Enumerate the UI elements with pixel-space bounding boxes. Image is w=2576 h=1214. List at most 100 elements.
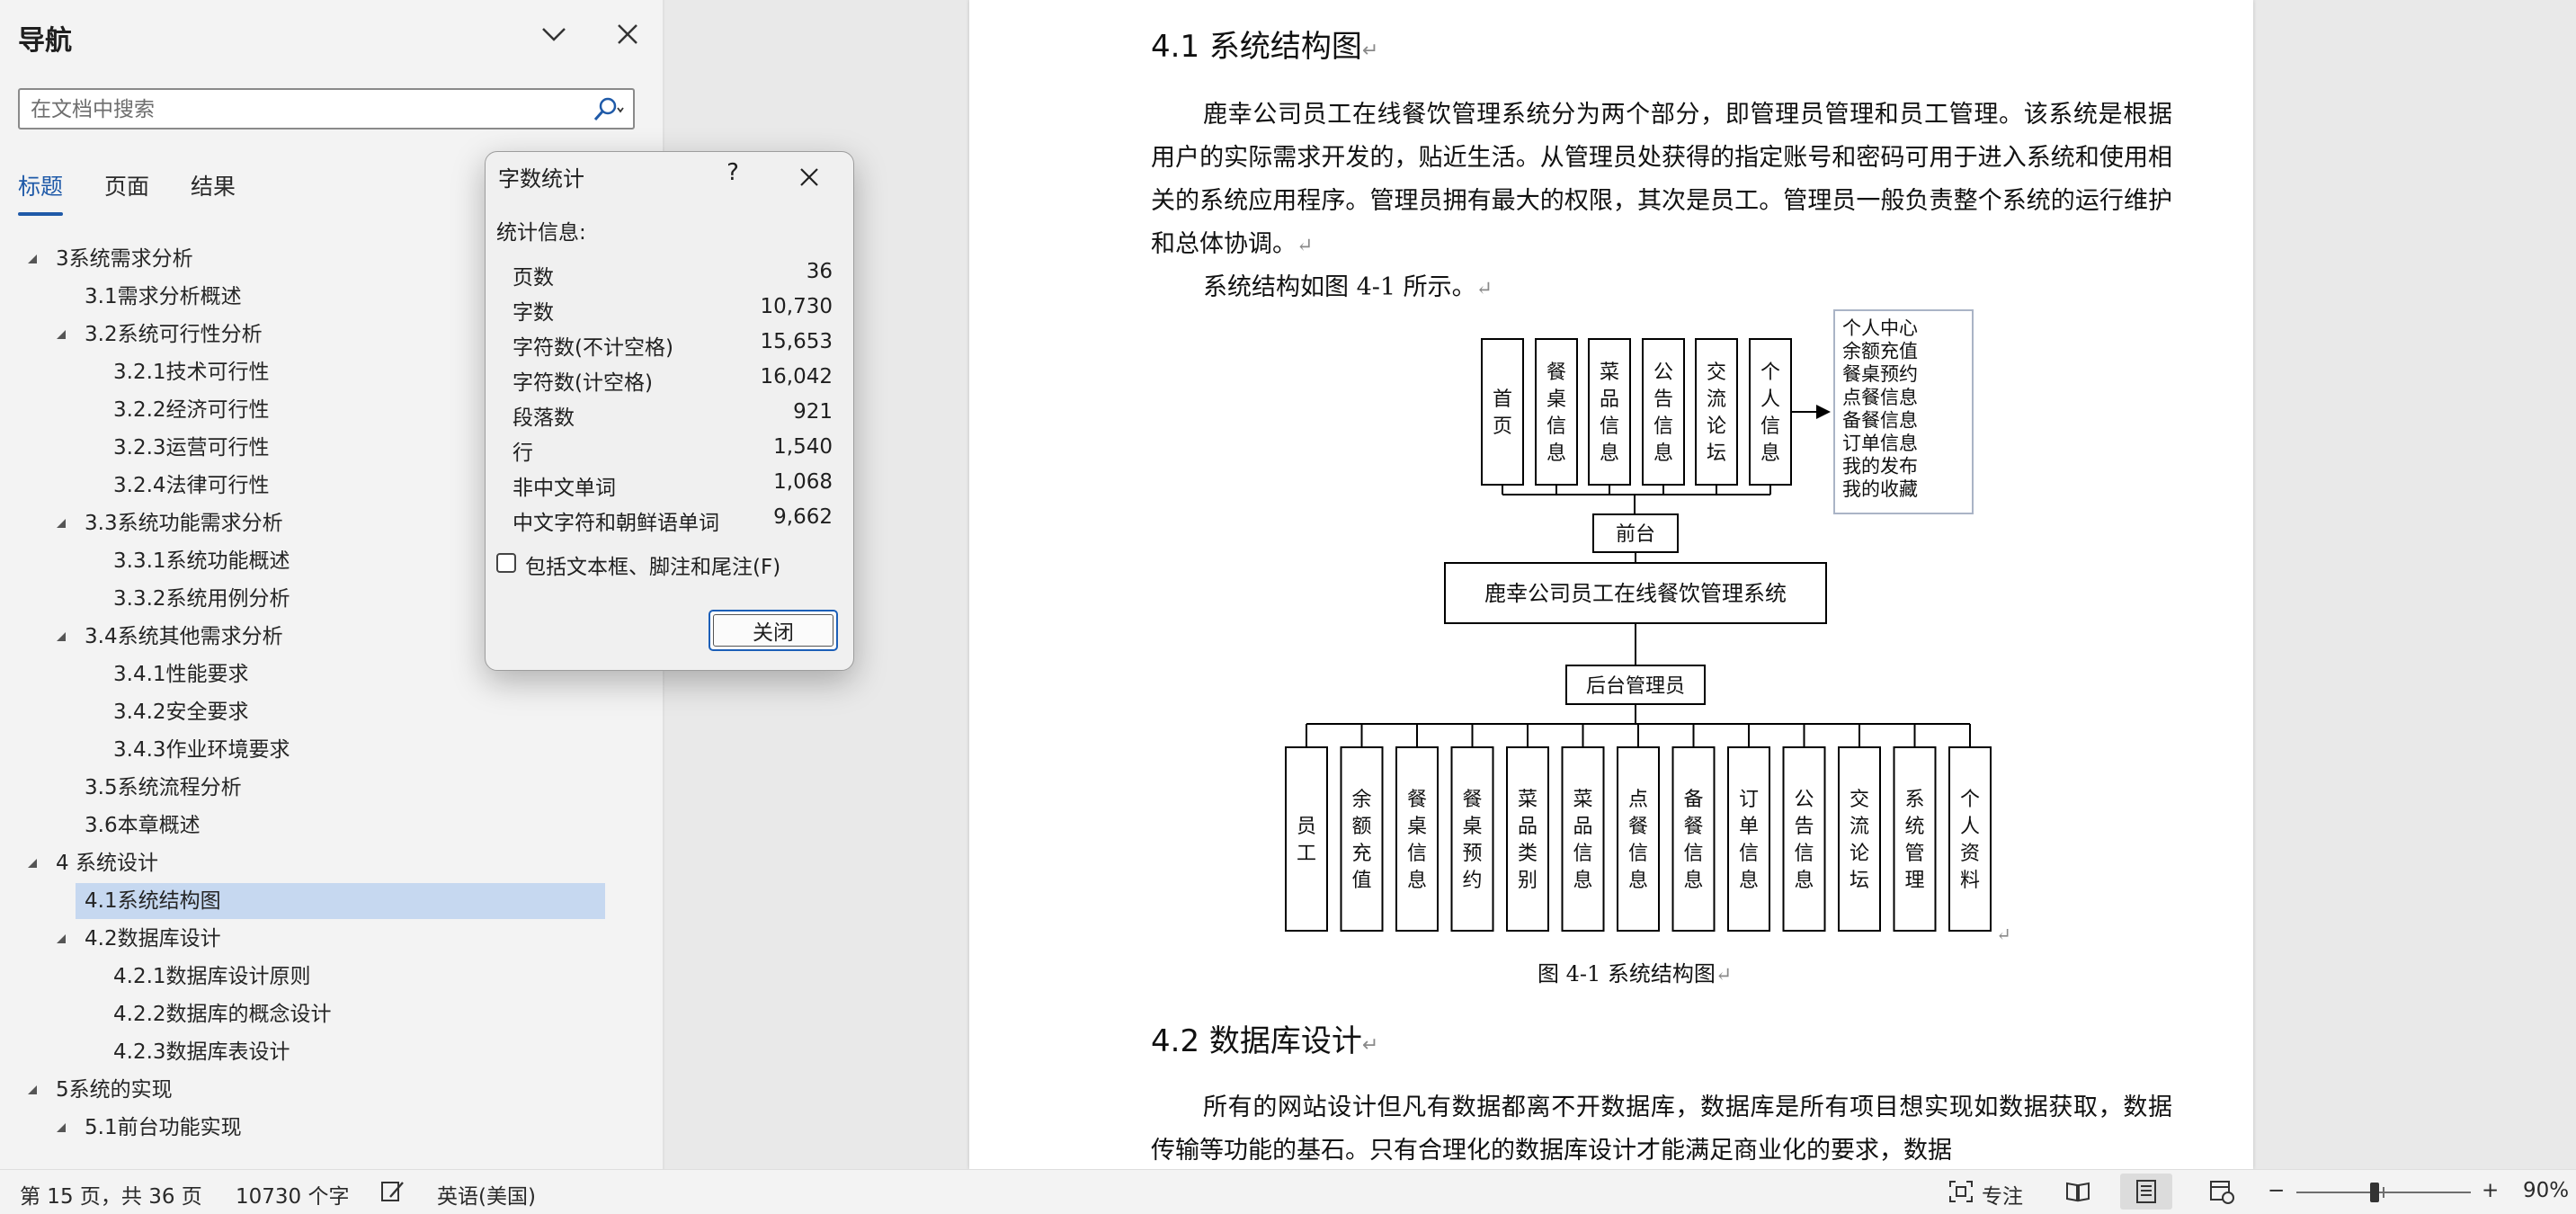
expand-arrow-icon[interactable] [56,329,67,340]
pilcrow-mark: ↵ [1996,924,2011,945]
include-textboxes-checkbox[interactable] [496,553,516,573]
front-module-box [1749,338,1792,486]
back-module-box [1506,746,1549,932]
nav-heading-item[interactable]: 3.4系统其他需求分析 [85,625,283,648]
document-page[interactable]: 4.1 系统结构图↵ 鹿幸公司员工在线餐饮管理系统分为两个部分，即管理员管理和员… [969,0,2253,1169]
tab-results[interactable]: 结果 [191,174,236,200]
zoom-slider-thumb[interactable] [2370,1183,2379,1202]
back-module-label: 餐 [1462,789,1482,811]
stat-value: 1,068 [773,470,833,494]
nav-heading-item[interactable]: 4.2.3数据库表设计 [113,1040,290,1064]
search-input[interactable] [29,95,572,124]
front-module-label: 品 [1600,388,1619,411]
front-module-label: 息 [1546,442,1566,465]
back-module-label: 余 [1351,789,1371,811]
nav-heading-item[interactable]: 3.2.4法律可行性 [113,474,270,497]
dialog-title: 字数统计 [498,166,584,192]
nav-heading-item[interactable]: 4 系统设计 [56,852,158,875]
nav-heading-item[interactable]: 5系统的实现 [56,1078,173,1102]
stat-label: 字符数(计空格) [513,371,653,395]
front-module-label: 信 [1546,415,1566,438]
close-icon[interactable] [611,18,644,50]
front-module-label: 信 [1653,415,1673,438]
focus-label[interactable]: 专注 [1982,1185,2023,1209]
back-module-label: 公 [1794,789,1814,811]
word-count[interactable]: 10730 个字 [236,1185,350,1209]
nav-heading-item[interactable]: 3.6本章概述 [85,814,201,837]
expand-arrow-icon[interactable] [27,1085,38,1095]
nav-heading-item[interactable]: 3.3.1系统功能概述 [113,549,290,573]
nav-heading-item[interactable]: 3.2.3运营可行性 [113,436,270,460]
nav-heading-item[interactable]: 3.2系统可行性分析 [85,323,263,346]
personal-item-label: 订单信息 [1842,433,1918,454]
nav-heading-item[interactable]: 3系统需求分析 [56,247,193,271]
stat-label: 行 [513,442,533,465]
personal-item-label: 备餐信息 [1842,409,1918,431]
heading-4-1: 4.1 系统结构图↵ [1151,29,1379,65]
back-module-label: 信 [1683,843,1703,865]
nav-heading-item[interactable]: 3.4.3作业环境要求 [113,738,290,762]
dialog-close-icon[interactable] [791,159,827,195]
front-module-label: 首 [1493,388,1512,411]
proofing-icon[interactable] [379,1179,406,1204]
zoom-in-button[interactable]: + [2482,1179,2500,1202]
nav-heading-item[interactable]: 4.2数据库设计 [85,927,221,951]
language-indicator[interactable]: 英语(美国) [437,1185,536,1209]
nav-heading-item[interactable]: 3.2.1技术可行性 [113,361,270,384]
nav-search-box[interactable] [18,88,635,129]
nav-heading-item[interactable]: 3.4.1性能要求 [113,663,249,686]
nav-heading-item[interactable]: 3.1需求分析概述 [85,285,242,308]
tab-headings[interactable]: 标题 [18,169,64,216]
nav-heading-item[interactable]: 4.2.1数据库设计原则 [113,965,311,988]
web-layout-icon[interactable] [2208,1179,2235,1204]
nav-heading-item[interactable]: 5.1前台功能实现 [85,1116,242,1139]
back-module-label: 息 [1683,870,1703,892]
back-admin-label: 后台管理员 [1586,675,1685,698]
page-count[interactable]: 第 15 页，共 36 页 [20,1185,202,1209]
expand-arrow-icon[interactable] [56,933,67,944]
close-button[interactable]: 关闭 [709,610,838,651]
personal-item-label: 点餐信息 [1842,387,1918,408]
focus-mode-icon[interactable] [1948,1179,1974,1204]
dialog-titlebar[interactable]: 字数统计 ? [486,152,853,201]
tab-pages[interactable]: 页面 [104,174,150,200]
stat-value: 16,042 [760,365,833,388]
print-layout-icon[interactable] [2133,1179,2160,1204]
search-icon[interactable] [590,95,626,124]
expand-arrow-icon[interactable] [56,518,67,529]
expand-arrow-icon[interactable] [27,254,38,264]
back-module-box [1948,746,1992,932]
nav-heading-item[interactable]: 3.4.2安全要求 [113,701,249,724]
expand-arrow-icon[interactable] [56,631,67,642]
expand-arrow-icon[interactable] [56,1122,67,1133]
zoom-out-button[interactable]: − [2268,1179,2286,1202]
back-module-label: 理 [1904,870,1924,892]
front-module-label: 桌 [1546,388,1566,411]
help-button[interactable]: ? [726,159,739,186]
back-module-label: 备 [1683,789,1703,811]
back-module-label: 额 [1351,816,1371,838]
nav-heading-item[interactable]: 3.5系统流程分析 [85,776,242,799]
expand-arrow-icon[interactable] [27,858,38,869]
back-module-label: 点 [1628,789,1648,811]
personal-item-label: 余额充值 [1842,341,1918,362]
front-label: 前台 [1616,523,1655,546]
nav-heading-item[interactable]: 4.1系统结构图 [85,889,221,913]
zoom-level[interactable]: 90% [2523,1179,2570,1202]
root-label: 鹿幸公司员工在线餐饮管理系统 [1484,581,1787,606]
focus-ring [713,614,833,647]
back-module-label: 坛 [1850,870,1869,892]
nav-heading-item[interactable]: 3.3系统功能需求分析 [85,512,283,535]
front-module-box [1695,338,1738,486]
chevron-down-icon[interactable] [538,18,570,50]
nav-heading-item[interactable]: 3.2.2经济可行性 [113,398,270,422]
nav-heading-item[interactable]: 3.3.2系统用例分析 [113,587,290,611]
front-module-label: 人 [1760,388,1780,411]
back-module-box [1617,746,1660,932]
read-mode-icon[interactable] [2064,1179,2091,1204]
front-module-label: 页 [1493,415,1512,438]
front-module-label: 流 [1707,388,1726,411]
nav-heading-item[interactable]: 4.2.2数据库的概念设计 [113,1003,332,1026]
